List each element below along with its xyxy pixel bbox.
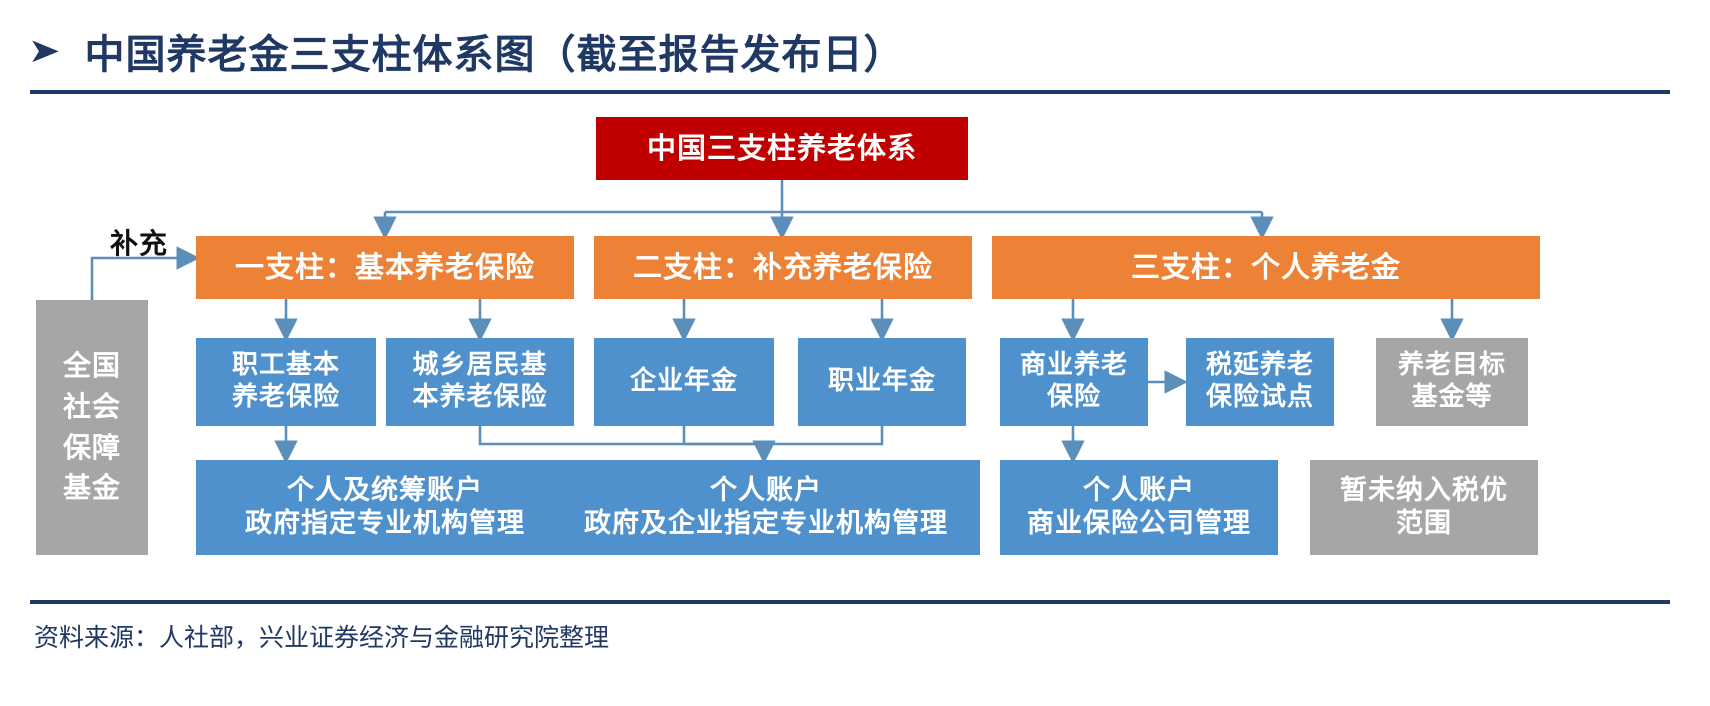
account-node-individual-and-pooled-line-1: 个人及统筹账户 bbox=[287, 474, 483, 506]
account-node-individual-and-pooled-line-2: 政府指定专业机构管理 bbox=[245, 507, 525, 539]
account-node-individual-gov-enterprise[interactable]: 个人账户 政府及企业指定专业机构管理 bbox=[552, 460, 980, 555]
item-node-pension-target-fund-line-1: 养老目标 bbox=[1397, 350, 1506, 381]
pillar-node-1-label: 一支柱：基本养老保险 bbox=[234, 249, 535, 284]
edge-label-supplement: 补充 bbox=[110, 227, 169, 260]
account-node-individual-commercial-insurer-line-2: 商业保险公司管理 bbox=[1027, 507, 1251, 539]
node-national-social-security-fund[interactable]: 全国 社会 保障 基金 bbox=[36, 300, 148, 555]
item-node-tax-deferred-pension-insurance-pilot-line-1: 税延养老 bbox=[1205, 350, 1314, 381]
pillar-node-1[interactable]: 一支柱：基本养老保险 bbox=[196, 236, 574, 299]
account-node-individual-gov-enterprise-line-2: 政府及企业指定专业机构管理 bbox=[584, 507, 948, 539]
item-node-pension-target-fund[interactable]: 养老目标 基金等 bbox=[1376, 338, 1528, 426]
item-node-tax-deferred-pension-insurance-pilot[interactable]: 税延养老 保险试点 bbox=[1186, 338, 1334, 426]
item-node-commercial-pension-insurance[interactable]: 商业养老 保险 bbox=[1000, 338, 1148, 426]
pillar-node-3-label: 三支柱：个人养老金 bbox=[1130, 249, 1401, 284]
node-national-social-security-fund-line-3: 保障 bbox=[62, 430, 121, 464]
page-title: ➤ 中国养老金三支柱体系图（截至报告发布日） bbox=[27, 22, 905, 80]
node-national-social-security-fund-line-4: 基金 bbox=[62, 471, 121, 505]
item-node-pension-target-fund-line-2: 基金等 bbox=[1411, 382, 1493, 412]
triangle-right-icon: ➤ bbox=[27, 31, 61, 71]
root-node-label: 中国三支柱养老体系 bbox=[646, 130, 917, 165]
item-node-employee-basic-pension[interactable]: 职工基本 养老保险 bbox=[196, 338, 376, 426]
account-node-individual-and-pooled[interactable]: 个人及统筹账户 政府指定专业机构管理 bbox=[196, 460, 574, 555]
item-node-urban-rural-resident-basic-pension-line-1: 城乡居民基 bbox=[412, 350, 548, 381]
item-node-enterprise-annuity[interactable]: 企业年金 bbox=[594, 338, 774, 426]
page-title-text: 中国养老金三支柱体系图（截至报告发布日） bbox=[84, 31, 905, 78]
node-national-social-security-fund-line-1: 全国 bbox=[62, 349, 121, 383]
item-node-enterprise-annuity-line-1: 企业年金 bbox=[629, 366, 738, 397]
item-node-tax-deferred-pension-insurance-pilot-line-2: 保险试点 bbox=[1205, 382, 1314, 412]
pillar-node-3[interactable]: 三支柱：个人养老金 bbox=[992, 236, 1540, 299]
pillar-node-2[interactable]: 二支柱：补充养老保险 bbox=[594, 236, 972, 299]
node-national-social-security-fund-line-2: 社会 bbox=[62, 389, 121, 423]
root-node-china-three-pillar-system[interactable]: 中国三支柱养老体系 bbox=[596, 117, 968, 180]
footer-divider bbox=[30, 600, 1670, 604]
account-node-not-yet-tax-favored-line-1: 暂未纳入税优 bbox=[1340, 474, 1508, 506]
item-node-urban-rural-resident-basic-pension-line-2: 本养老保险 bbox=[412, 382, 548, 412]
item-node-urban-rural-resident-basic-pension[interactable]: 城乡居民基 本养老保险 bbox=[386, 338, 574, 426]
item-node-commercial-pension-insurance-line-2: 保险 bbox=[1046, 382, 1101, 412]
pillar-node-2-label: 二支柱：补充养老保险 bbox=[632, 249, 933, 284]
item-node-employee-basic-pension-line-1: 职工基本 bbox=[231, 350, 340, 381]
item-node-employee-basic-pension-line-2: 养老保险 bbox=[231, 382, 340, 412]
account-node-individual-commercial-insurer[interactable]: 个人账户 商业保险公司管理 bbox=[1000, 460, 1278, 555]
account-node-not-yet-tax-favored[interactable]: 暂未纳入税优 范围 bbox=[1310, 460, 1538, 555]
account-node-individual-commercial-insurer-line-1: 个人账户 bbox=[1083, 474, 1195, 506]
source-note: 资料来源：人社部，兴业证券经济与金融研究院整理 bbox=[34, 623, 610, 652]
item-node-occupational-annuity[interactable]: 职业年金 bbox=[798, 338, 966, 426]
title-divider bbox=[30, 90, 1670, 94]
item-node-commercial-pension-insurance-line-1: 商业养老 bbox=[1019, 350, 1128, 381]
account-node-individual-gov-enterprise-line-1: 个人账户 bbox=[710, 474, 822, 506]
account-node-not-yet-tax-favored-line-2: 范围 bbox=[1396, 507, 1452, 539]
item-node-occupational-annuity-line-1: 职业年金 bbox=[827, 366, 936, 397]
